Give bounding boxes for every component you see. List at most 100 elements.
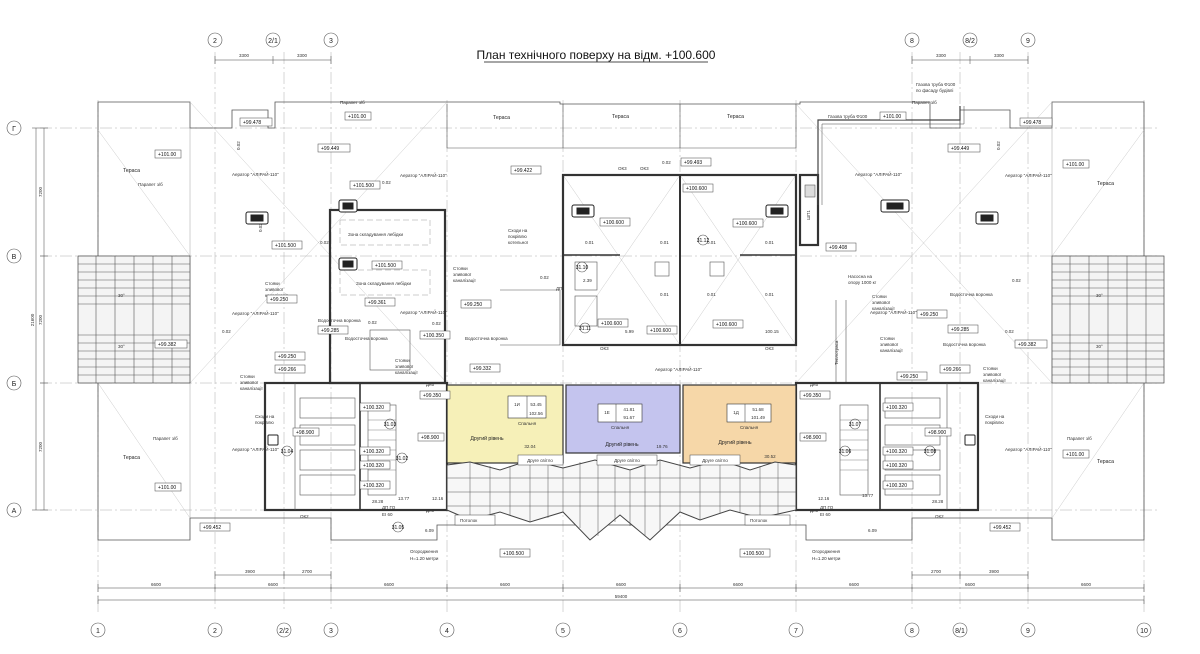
svg-text:2/2: 2/2 (279, 628, 289, 635)
svg-text:Аератор "АЛІРАЙ-110": Аератор "АЛІРАЙ-110" (400, 171, 447, 178)
svg-text:Дн5: Дн5 (810, 382, 819, 387)
svg-text:53.45: 53.45 (530, 402, 542, 407)
svg-text:0.01: 0.01 (765, 240, 774, 245)
svg-text:котельної: котельної (508, 240, 529, 245)
svg-text:12.16: 12.16 (432, 496, 444, 501)
svg-text:Н=1.20 метри: Н=1.20 метри (812, 556, 841, 561)
svg-text:28.28: 28.28 (932, 499, 944, 504)
svg-text:+99.350: +99.350 (423, 393, 441, 399)
svg-text:+99.266: +99.266 (278, 367, 296, 373)
svg-text:Стояки: Стояки (395, 358, 410, 363)
svg-text:7200: 7200 (38, 314, 43, 325)
svg-text:3300: 3300 (297, 53, 308, 58)
svg-text:+100.600: +100.600 (686, 186, 707, 192)
svg-text:102.56: 102.56 (529, 411, 543, 416)
solar-panels-left: 30° 30° (77, 255, 191, 384)
svg-text:0.02: 0.02 (1012, 278, 1021, 283)
svg-text:0.02: 0.02 (996, 141, 1001, 150)
svg-text:зливової: зливової (983, 372, 1002, 377)
svg-text:6.09: 6.09 (868, 528, 877, 533)
svg-text:Сходи на: Сходи на (985, 414, 1005, 419)
svg-text:6600: 6600 (151, 582, 162, 587)
svg-text:Спальня: Спальня (740, 425, 759, 430)
dimension-values: 28.28 13.77 12.16 6.09 28.28 13.77 12.16… (372, 278, 944, 533)
storage-labels: Зона складування лебідки Зона складуванн… (348, 232, 411, 286)
bedroom-1e: 1Е 41.81 91.67 Спальня Другий рівень 19.… (565, 384, 681, 454)
svg-text:ДП ГО: ДП ГО (820, 505, 834, 510)
svg-text:0.02: 0.02 (382, 180, 391, 185)
svg-text:ЕІ 60: ЕІ 60 (820, 512, 831, 517)
svg-text:31.10: 31.10 (576, 265, 589, 271)
dimensions-left: 7200 7200 7200 21600 (30, 127, 48, 511)
svg-text:Водосточна воронка: Водосточна воронка (318, 318, 361, 323)
svg-text:31.08: 31.08 (924, 449, 937, 455)
svg-text:каналізації: каналізації (880, 348, 903, 353)
svg-text:Водосточна воронка: Водосточна воронка (943, 342, 986, 347)
svg-text:13.77: 13.77 (862, 493, 874, 498)
svg-text:Зона складування лебідки: Зона складування лебідки (356, 281, 411, 286)
svg-text:Аератор "АЛІРАЙ-110": Аератор "АЛІРАЙ-110" (1005, 171, 1052, 178)
svg-text:+101.500: +101.500 (275, 243, 296, 249)
svg-text:+99.250: +99.250 (900, 374, 918, 380)
svg-text:зливової: зливової (395, 364, 414, 369)
svg-text:опору 1000 кг: опору 1000 кг (848, 280, 877, 285)
svg-text:+100.320: +100.320 (886, 405, 907, 411)
svg-text:ОК3: ОК3 (600, 346, 609, 351)
svg-text:6600: 6600 (384, 582, 395, 587)
svg-text:Г: Г (12, 126, 16, 133)
svg-text:+101.00: +101.00 (158, 152, 176, 158)
ceiling-labels: Потолок Потолок (454, 514, 791, 526)
svg-text:+101.00: +101.00 (1066, 162, 1084, 168)
svg-text:10: 10 (1140, 628, 1148, 635)
svg-text:+100.320: +100.320 (886, 483, 907, 489)
svg-text:Тераса: Тераса (1097, 459, 1114, 465)
svg-text:ОК3: ОК3 (640, 166, 649, 171)
shaft-label: ШП1 (806, 210, 811, 220)
svg-text:Теплотраса: Теплотраса (834, 340, 839, 365)
svg-text:Стояки: Стояки (240, 374, 255, 379)
svg-text:6600: 6600 (1081, 582, 1092, 587)
svg-text:+99.250: +99.250 (278, 354, 296, 360)
svg-text:31.06: 31.06 (839, 449, 852, 455)
svg-text:Парапет з/б: Парапет з/б (153, 436, 178, 441)
svg-text:зливової: зливової (265, 287, 284, 292)
axis-markers-left: Г В Б А (6, 120, 22, 518)
svg-text:32.04: 32.04 (524, 444, 536, 449)
svg-text:зливової: зливової (872, 300, 891, 305)
svg-text:0.02: 0.02 (258, 223, 263, 232)
svg-text:+100.500: +100.500 (503, 551, 524, 557)
svg-text:каналізації: каналізації (983, 378, 1006, 383)
svg-text:Дн5: Дн5 (810, 508, 819, 513)
svg-text:31.07: 31.07 (849, 422, 862, 428)
svg-text:+101.00: +101.00 (883, 114, 901, 120)
svg-text:30°: 30° (1096, 344, 1103, 349)
svg-text:Аератор "АЛІРАЙ-110": Аератор "АЛІРАЙ-110" (232, 170, 279, 177)
svg-text:Аератор "АЛІРАЙ-110": Аератор "АЛІРАЙ-110" (232, 445, 279, 452)
svg-text:0.02: 0.02 (222, 329, 231, 334)
svg-text:+99.361: +99.361 (368, 300, 386, 306)
svg-text:+98.900: +98.900 (803, 435, 821, 441)
svg-text:Водосточна воронка: Водосточна воронка (465, 336, 508, 341)
svg-text:+99.250: +99.250 (464, 302, 482, 308)
svg-text:+101.500: +101.500 (353, 183, 374, 189)
svg-text:+99.266: +99.266 (943, 367, 961, 373)
svg-text:Газова труба Ф100: Газова труба Ф100 (828, 114, 868, 119)
axis-markers-top: 2 2/1 3 8 8/2 9 (207, 32, 1036, 48)
svg-text:6: 6 (678, 628, 682, 635)
svg-text:Тераса: Тераса (493, 115, 510, 121)
svg-text:+99.478: +99.478 (1023, 120, 1041, 126)
svg-text:101.49: 101.49 (751, 415, 765, 420)
svg-text:30°: 30° (118, 344, 125, 349)
svg-text:Парапет з/б: Парапет з/б (138, 182, 163, 187)
svg-text:2: 2 (213, 38, 217, 45)
svg-text:+100.600: +100.600 (716, 322, 737, 328)
svg-text:0.02: 0.02 (662, 160, 671, 165)
svg-text:13.77: 13.77 (398, 496, 410, 501)
svg-text:ОК2: ОК2 (300, 514, 309, 519)
svg-text:А: А (12, 508, 17, 515)
svg-text:30°: 30° (118, 293, 125, 298)
svg-text:+99.478: +99.478 (243, 120, 261, 126)
svg-text:1: 1 (96, 628, 100, 635)
aerator-icons (245, 199, 999, 446)
